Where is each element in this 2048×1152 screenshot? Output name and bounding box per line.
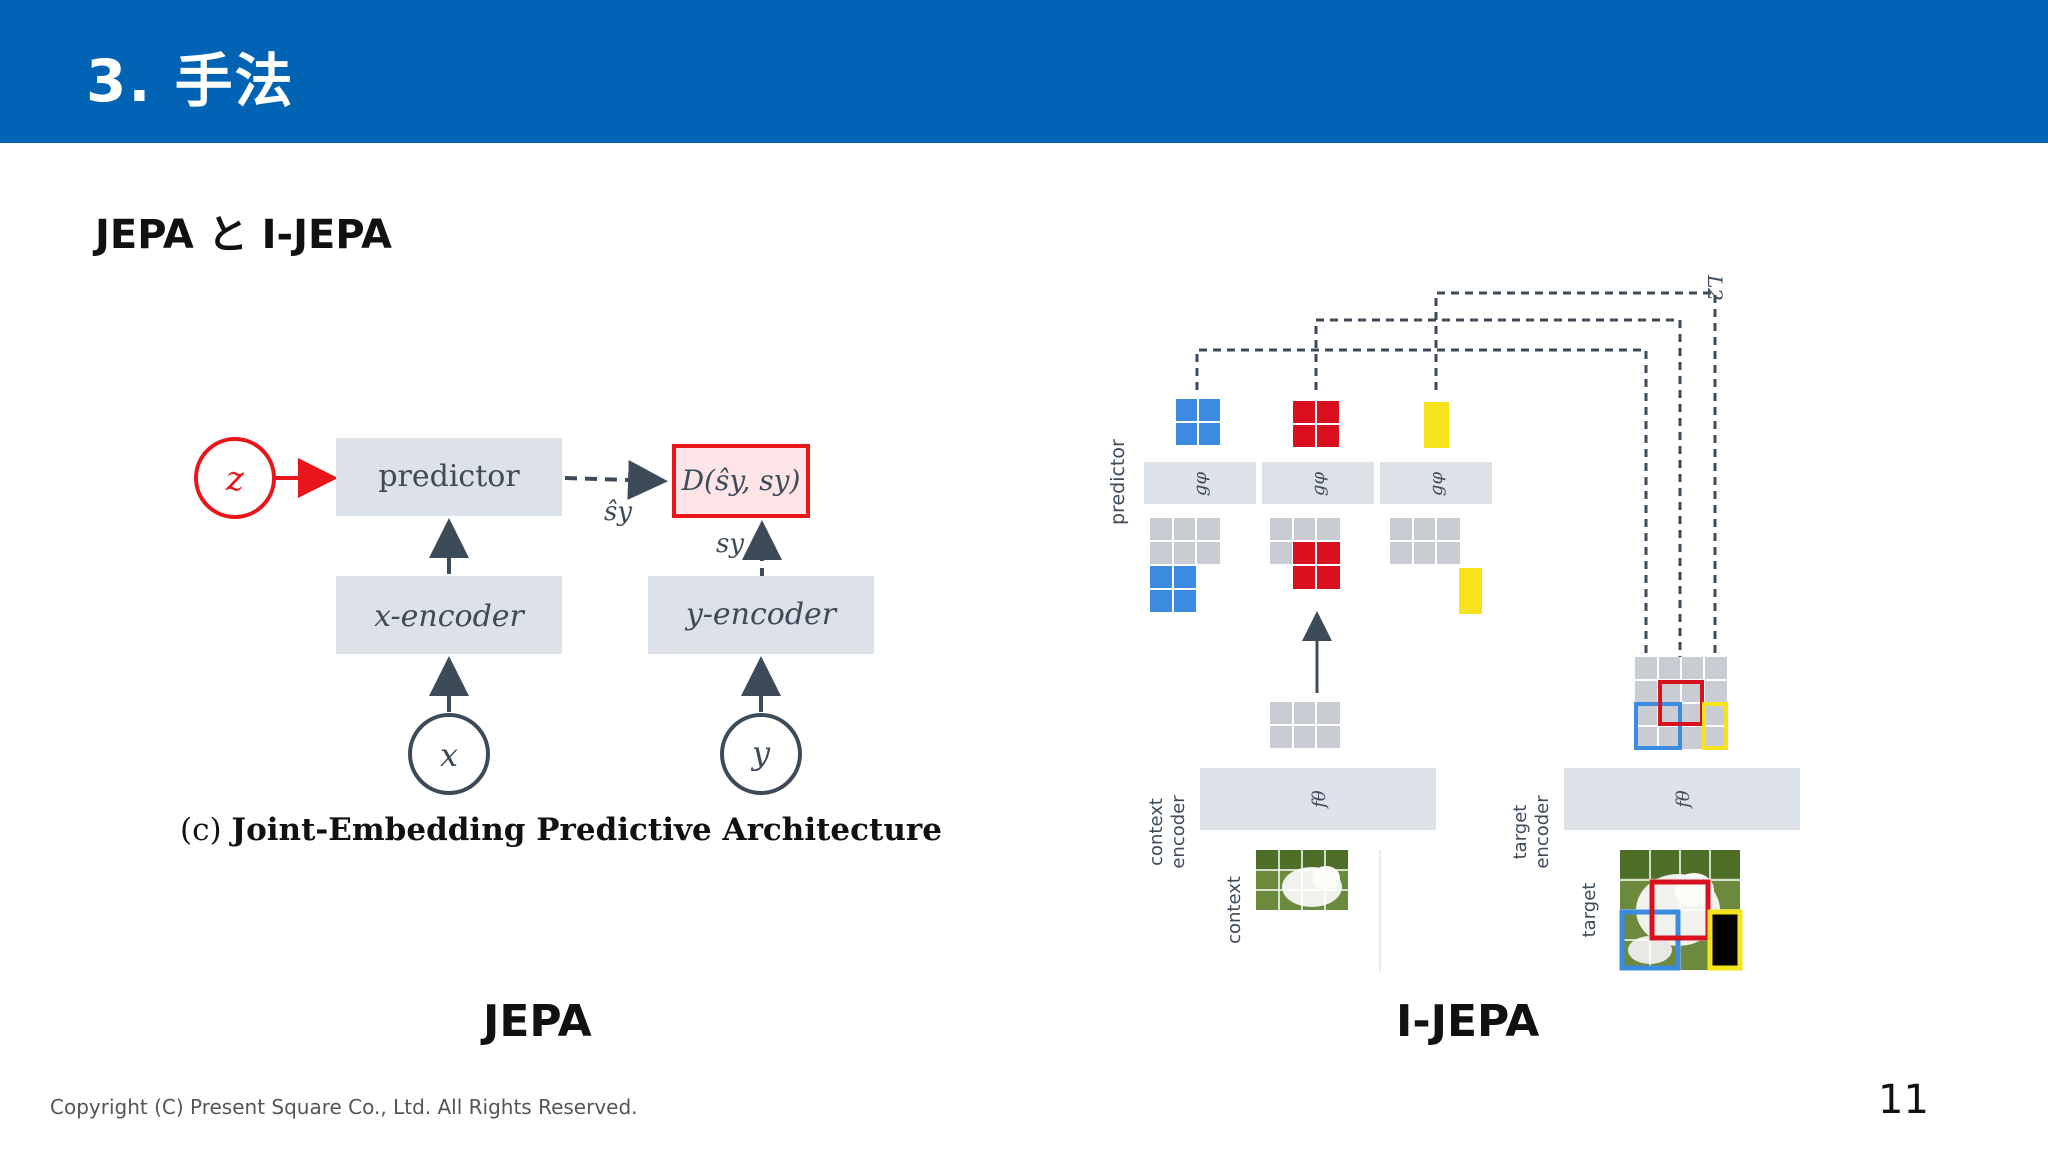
context-encoder-label-2: encoder <box>1168 795 1189 869</box>
prediction-dashed-arrow <box>564 459 668 500</box>
caption-main: Joint-Embedding Predictive Architecture <box>228 812 942 848</box>
x-encoder-label: x-encoder <box>374 599 525 634</box>
x-label: x <box>440 736 458 774</box>
context-image-label: context <box>1224 876 1245 944</box>
context-image <box>1256 850 1348 910</box>
predicted-blue-block <box>1174 397 1222 447</box>
jepa-diagram: z predictor ŝy D(ŝy, sy) sy x-encoder y-… <box>180 437 942 848</box>
predictor-side-label: predictor <box>1107 439 1129 525</box>
predictor-input-yellow <box>1390 518 1482 614</box>
predictor-label: predictor <box>378 459 520 494</box>
predicted-yellow-block <box>1424 402 1449 448</box>
context-encoder-box <box>1200 768 1436 830</box>
target-f-theta-label: fθ <box>1673 790 1694 810</box>
g-phi-box-2 <box>1262 462 1374 504</box>
target-encoder-label-1: target <box>1510 805 1531 860</box>
distance-label: D(ŝy, sy) <box>681 464 801 497</box>
page-number: 11 <box>1878 1077 1929 1123</box>
header-bar: 3. 手法 <box>0 0 2048 143</box>
context-encoder-label-1: context <box>1146 798 1167 866</box>
section-subtitle: JEPA と I-JEPA <box>95 212 392 258</box>
target-encoder-label-2: encoder <box>1532 795 1553 869</box>
ijepa-caption: I-JEPA <box>1396 996 1540 1047</box>
g-phi-box-3 <box>1380 462 1492 504</box>
s-label: sy <box>716 529 744 559</box>
g-phi-label-2: gφ <box>1308 472 1329 497</box>
ijepa-diagram: L2 predictor gφ gφ gφ <box>1107 274 1800 972</box>
context-f-theta-label: fθ <box>1309 790 1330 810</box>
g-phi-label-3: gφ <box>1426 472 1447 497</box>
s-hat-label: ŝy <box>604 497 632 527</box>
predictor-input-blue <box>1150 518 1220 612</box>
context-embedding-grid <box>1270 702 1340 748</box>
target-image-label: target <box>1579 883 1600 938</box>
g-phi-box-1 <box>1144 462 1256 504</box>
z-label: z <box>225 459 245 499</box>
z-node <box>194 437 276 519</box>
page-title: 3. 手法 <box>86 47 295 115</box>
y-encoder-box <box>648 576 874 654</box>
l2-label: L2 <box>1703 274 1727 301</box>
x-node <box>408 713 490 795</box>
target-encoder-box <box>1564 768 1800 830</box>
jepa-caption: JEPA <box>483 996 592 1047</box>
target-embedding-grid <box>1634 657 1728 750</box>
jepa-figure-caption: (c) Joint-Embedding Predictive Architect… <box>180 812 942 848</box>
copyright-footer: Copyright (C) Present Square Co., Ltd. A… <box>50 1095 638 1119</box>
l2-dashed-connectors <box>1195 291 1717 675</box>
predicted-red-block <box>1291 399 1341 449</box>
g-phi-label-1: gφ <box>1190 472 1211 497</box>
y-node <box>720 713 802 795</box>
x-encoder-box <box>336 576 562 654</box>
caption-prefix: (c) <box>180 812 231 848</box>
predictor-input-red <box>1270 518 1340 589</box>
target-image <box>1619 850 1743 971</box>
y-encoder-label: y-encoder <box>684 597 838 632</box>
y-label: y <box>750 734 771 772</box>
predictor-box <box>336 438 562 516</box>
distance-box <box>672 444 810 518</box>
